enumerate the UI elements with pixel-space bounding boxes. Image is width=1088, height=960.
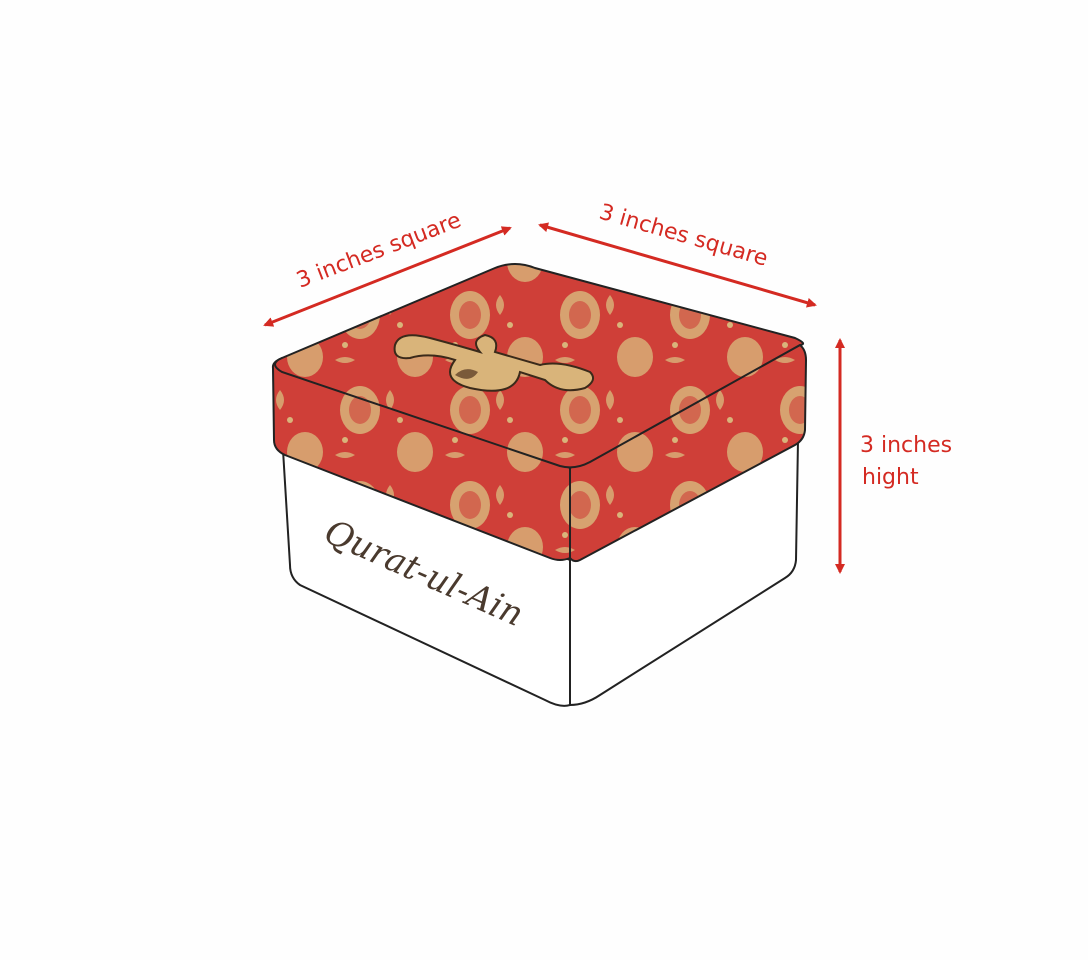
height-label-line2: hight [862,465,919,490]
arabic-calligraphy-emblem-icon [393,333,595,392]
depth-label: 3 inches square [596,200,770,272]
height-label-line1: 3 inches [860,433,952,458]
height-dimension: 3 inches hight [835,338,952,574]
